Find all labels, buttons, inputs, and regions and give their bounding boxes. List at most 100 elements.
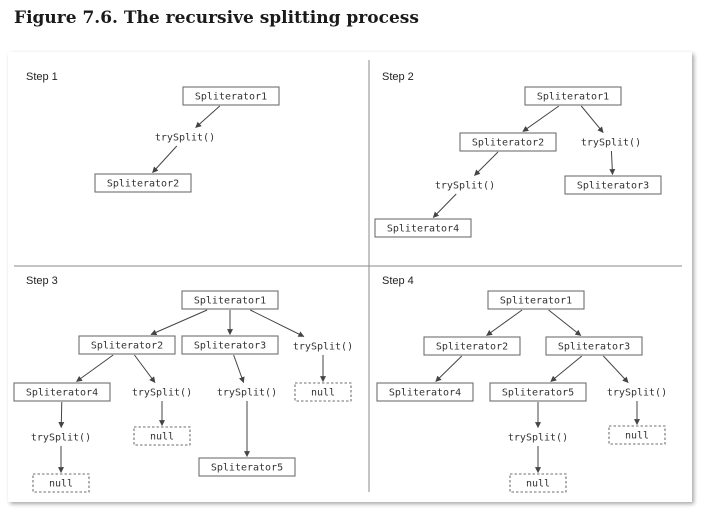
try-split-op: trySplit() [435,181,495,192]
null-box-outline [32,473,90,493]
split-arrow [609,150,616,176]
spliterator-label: Spliterator4 [26,388,98,399]
try-split-label: trySplit() [155,133,215,144]
split-arrow [548,309,582,336]
try-split-op: trySplit() [155,133,215,144]
spliterator-box-outline [487,290,585,310]
spliterator-box-outline [423,336,521,356]
spliterator-box: Spliterator2 [423,336,521,356]
null-box-outline [608,425,666,445]
null-box-outline [294,382,352,402]
spliterator-box-outline [94,173,192,193]
try-split-label: trySplit() [508,433,568,444]
null-result-box: null [608,425,666,445]
null-label: null [625,431,649,442]
spliterator-box: Spliterator4 [13,382,111,402]
spliterator-box-outline [459,132,557,152]
spliterator-label: Spliterator3 [558,342,630,353]
spliterator-label: Spliterator3 [577,181,649,192]
try-split-label: trySplit() [435,181,495,192]
spliterator-box: Spliterator2 [78,335,176,355]
split-arrow [134,354,156,383]
step-3-label: Step 3 [26,275,58,287]
spliterator-box-outline [181,290,279,310]
try-split-label: trySplit() [581,138,641,149]
spliterator-box-outline [564,175,662,195]
null-result-box: null [294,382,352,402]
spliterator-box: Spliterator1 [487,290,585,310]
spliterator-label: Spliterator1 [500,296,572,307]
spliterator-label: Spliterator2 [436,342,508,353]
split-arrow [486,309,523,336]
spliterator-box-outline [182,86,280,106]
spliterator-box: Spliterator1 [182,86,280,106]
splitting-diagram: Step 1 Step 2 Step 3 Step 4 Spliterator1 try… [8,52,692,502]
try-split-op: trySplit() [293,342,353,353]
figure-title: Figure 7.6. The recursive splitting proc… [14,8,419,28]
try-split-label: trySplit() [31,433,91,444]
null-result-box: null [133,426,191,446]
try-split-label: trySplit() [293,342,353,353]
spliterator-box-outline [13,382,111,402]
try-split-op: trySplit() [581,138,641,149]
spliterator-box-outline [78,335,176,355]
spliterator-box-outline [198,457,296,477]
spliterator-label: Spliterator4 [389,388,461,399]
spliterator-box-outline [374,218,472,238]
try-split-op: trySplit() [31,433,91,444]
spliterator-box: Spliterator2 [94,173,192,193]
step-2-label: Step 2 [382,71,414,83]
spliterator-label: Spliterator2 [107,179,179,190]
null-box-outline [509,473,567,493]
spliterator-box: Spliterator2 [459,132,557,152]
spliterator-label: Spliterator1 [194,296,266,307]
spliterator-label: Spliterator5 [211,463,283,474]
spliterator-box-outline [376,382,474,402]
split-arrow [474,151,499,176]
spliterator-box: Spliterator4 [376,382,474,402]
spliterator-label: Spliterator1 [195,92,267,103]
spliterator-label: Spliterator4 [387,224,459,235]
spliterator-label: Spliterator2 [472,138,544,149]
null-label: null [526,479,550,490]
null-label: null [49,479,73,490]
spliterator-box-outline [489,382,587,402]
split-arrow [602,355,629,383]
split-arrow [195,105,221,128]
spliterator-box: Spliterator1 [524,86,622,106]
spliterator-label: Spliterator2 [91,341,163,352]
split-arrow [249,309,305,337]
spliterator-box: Spliterator3 [545,336,643,356]
split-arrow [550,355,583,382]
step-4-label: Step 4 [382,275,414,287]
null-label: null [150,432,174,443]
null-result-box: null [32,473,90,493]
step-1-label: Step 1 [26,71,58,83]
split-arrow [233,354,245,384]
split-arrow [432,193,457,218]
try-split-label: trySplit() [607,388,667,399]
spliterator-box: Spliterator3 [181,335,279,355]
spliterator-box-outline [545,336,643,356]
split-arrow [152,145,178,173]
try-split-op: trySplit() [132,388,192,399]
split-arrow [76,354,114,382]
split-arrow [58,401,65,429]
split-arrow [150,309,208,336]
null-box-outline [133,426,191,446]
spliterator-box: Spliterator5 [489,382,587,402]
split-arrow [522,105,560,132]
try-split-label: trySplit() [217,388,277,399]
spliterator-label: Spliterator3 [194,341,266,352]
try-split-op: trySplit() [217,388,277,399]
spliterator-box-outline [524,86,622,106]
spliterator-label: Spliterator1 [537,92,609,103]
null-result-box: null [509,473,567,493]
spliterator-box: Spliterator3 [564,175,662,195]
split-arrow [435,355,463,382]
null-label: null [311,388,335,399]
try-split-op: trySplit() [508,433,568,444]
try-split-op: trySplit() [607,388,667,399]
spliterator-label: Spliterator5 [502,388,574,399]
spliterator-box: Spliterator4 [374,218,472,238]
